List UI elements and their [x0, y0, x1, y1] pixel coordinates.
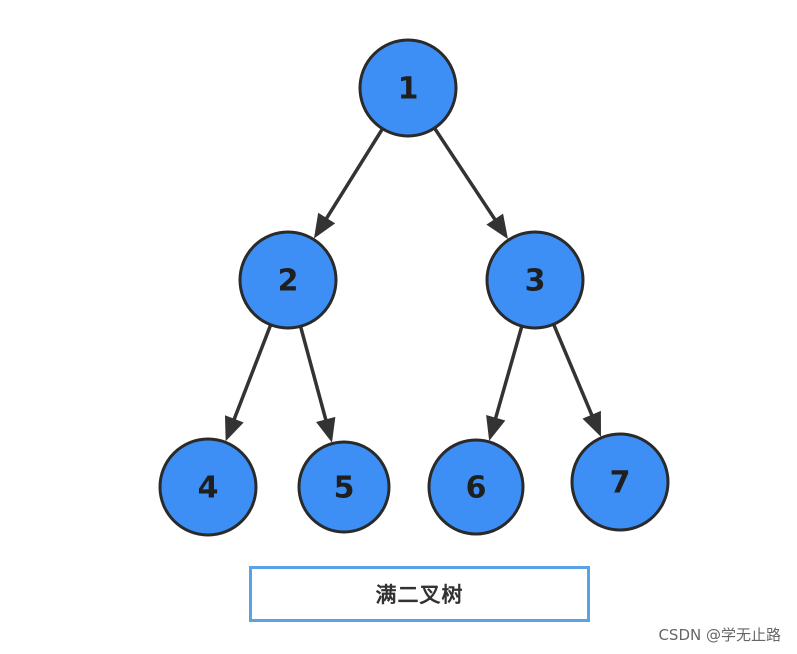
- node-label: 6: [466, 471, 487, 506]
- node-label: 3: [525, 264, 546, 299]
- watermark: CSDN @学无止路: [658, 626, 781, 644]
- edge-2-5: [298, 325, 336, 443]
- edge-1-3: [433, 127, 508, 240]
- arrow-head: [313, 212, 336, 239]
- tree-node-4: 4: [158, 437, 258, 537]
- edge-line: [552, 323, 595, 418]
- arrow-head: [486, 415, 506, 441]
- edge-line: [231, 324, 273, 422]
- edge-line: [298, 325, 328, 422]
- node-circle: [297, 440, 391, 534]
- tree-node-6: 6: [427, 438, 525, 536]
- node-label: 7: [610, 466, 631, 501]
- edge-3-6: [486, 325, 524, 441]
- node-circle: [427, 438, 525, 536]
- node-label: 1: [398, 72, 419, 107]
- edge-1-2: [313, 127, 385, 239]
- tree-node-7: 7: [570, 432, 670, 532]
- node-circle: [485, 230, 585, 330]
- node-circle: [238, 230, 338, 330]
- node-circle: [158, 437, 258, 537]
- edge-line: [324, 127, 385, 221]
- nodes-layer: 1 2 3 4 5 6 7: [158, 38, 670, 537]
- arrow-head: [316, 416, 336, 443]
- node-circle: [570, 432, 670, 532]
- node-label: 4: [198, 471, 219, 506]
- arrow-head: [486, 213, 508, 240]
- node-circle: [358, 38, 458, 138]
- tree-node-5: 5: [297, 440, 391, 534]
- edge-line: [493, 325, 524, 421]
- tree-node-3: 3: [485, 230, 585, 330]
- node-label: 2: [278, 264, 299, 299]
- tree-node-1: 1: [358, 38, 458, 138]
- node-label: 5: [334, 471, 355, 506]
- edge-2-4: [224, 324, 273, 442]
- caption-label: 满二叉树: [375, 583, 464, 607]
- caption-box: 满二叉树: [249, 566, 590, 622]
- arrow-head: [582, 410, 601, 437]
- arrow-head: [224, 415, 244, 442]
- edge-line: [433, 127, 498, 222]
- tree-node-2: 2: [238, 230, 338, 330]
- edge-3-7: [552, 323, 601, 437]
- edges-layer: [224, 127, 601, 443]
